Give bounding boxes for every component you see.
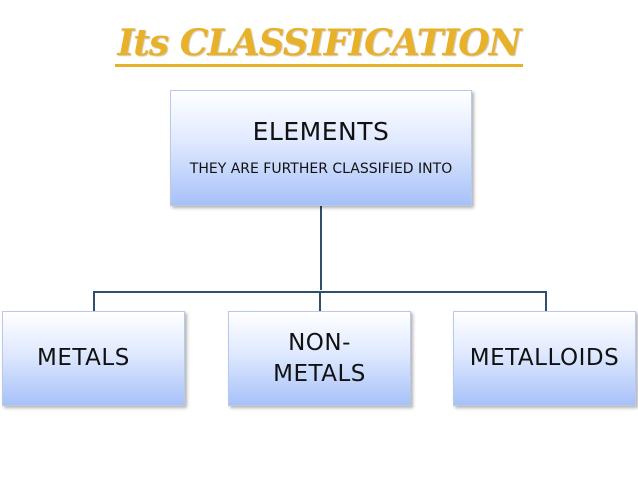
slide-title-text: Its CLASSIFICATION <box>115 22 523 67</box>
node-elements: ELEMENTS THEY ARE FURTHER CLASSIFIED INT… <box>170 90 472 206</box>
node-metals: METALS <box>2 311 185 406</box>
node-metalloids: METALLOIDS <box>453 311 636 406</box>
node-non-metals: NON-METALS <box>228 311 411 406</box>
slide-title: Its CLASSIFICATION <box>0 22 638 67</box>
node-elements-label: ELEMENTS <box>252 117 390 146</box>
node-elements-sublabel: THEY ARE FURTHER CLASSIFIED INTO <box>189 161 453 177</box>
node-metalloids-label: METALLOIDS <box>469 345 620 371</box>
node-non-metals-label: NON-METALS <box>273 329 366 387</box>
node-metals-label: METALS <box>37 345 130 371</box>
